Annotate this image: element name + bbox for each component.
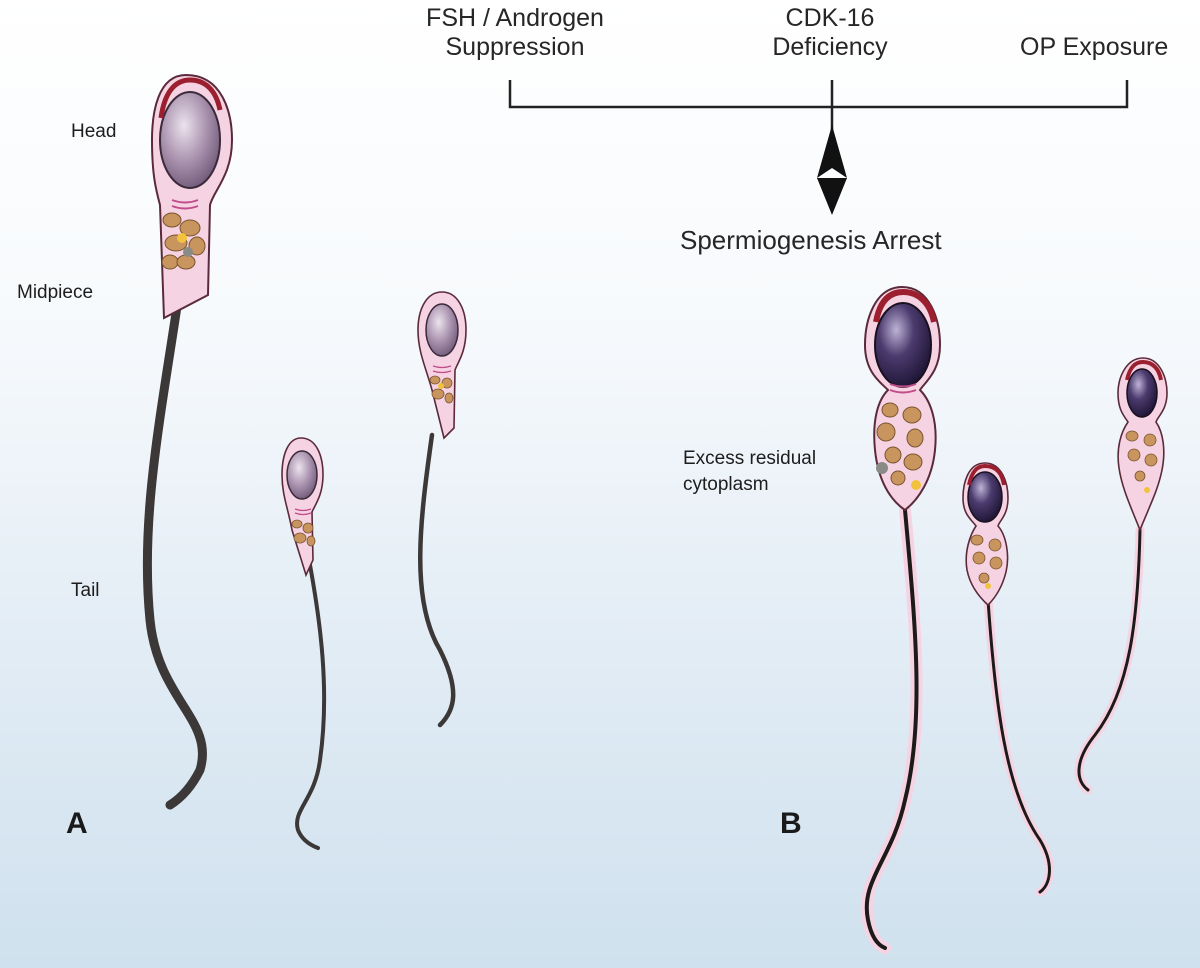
cause-line-1: CDK-16 [785, 4, 875, 32]
sperm-arrested-large [860, 285, 942, 954]
down-arrow-icon [817, 125, 847, 215]
sperm-normal-large [142, 73, 234, 810]
panel-label-b: B [780, 807, 802, 840]
annotation-line-1: Excess residual [683, 448, 817, 469]
cause-line-2: Deficiency [772, 33, 888, 61]
sperm-arrested-small [1074, 357, 1168, 795]
cause-op-exposure: OP Exposure [1020, 4, 1200, 62]
cause-cdk16: CDK-16 Deficiency [740, 4, 920, 62]
label-midpiece: Midpiece [17, 282, 94, 303]
cause-bracket [508, 80, 1129, 150]
label-excess-residual-cytoplasm: Excess residual cytoplasm [683, 446, 816, 498]
cause-line-2: OP Exposure [1020, 33, 1169, 61]
panel-label-a: A [66, 807, 88, 840]
annotation-line-2: cytoplasm [683, 474, 769, 495]
cause-line-2: Suppression [445, 33, 585, 61]
sperm-arrested-medium [962, 462, 1054, 897]
label-tail: Tail [71, 580, 100, 601]
sperm-normal-small-2 [417, 291, 467, 728]
cause-line-1: FSH / Androgen [426, 4, 604, 32]
outcome-label: Spermiogenesis Arrest [680, 225, 942, 255]
sperm-normal-small-1 [281, 437, 327, 850]
label-head: Head [71, 121, 117, 142]
cause-fsh-androgen: FSH / Androgen Suppression [380, 4, 650, 62]
